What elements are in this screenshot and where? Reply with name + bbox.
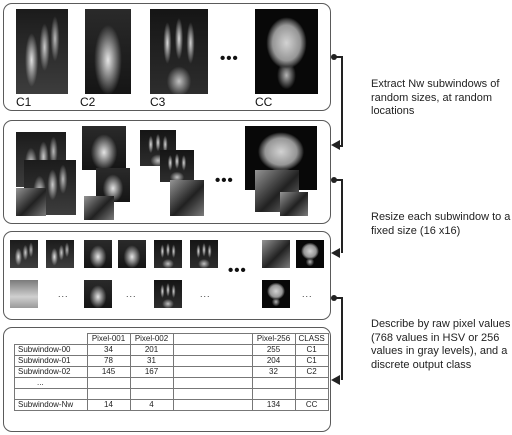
- arrow-left-icon: [331, 248, 340, 258]
- class-label-cc: CC: [255, 95, 273, 109]
- hand-xray-image: [16, 9, 68, 94]
- resized-subwindow: [10, 280, 38, 308]
- arrow-left-icon: [331, 140, 340, 150]
- feature-table: Pixel-001 Pixel-002 Pixel-256 CLASS Subw…: [14, 333, 329, 411]
- table-cell: [251, 377, 296, 389]
- subwindow-image: [280, 192, 308, 216]
- table-cell: Subwindow-01: [14, 355, 88, 367]
- table-cell: 34: [86, 344, 131, 356]
- small-ellipsis: ...: [58, 289, 69, 299]
- table-cell: 78: [86, 355, 131, 367]
- table-cell: [14, 388, 88, 400]
- foot-xray-image: [85, 9, 131, 94]
- table-cell: [294, 388, 329, 400]
- connector-line: [341, 56, 343, 145]
- table-cell: 4: [129, 399, 174, 411]
- resized-subwindow: [84, 280, 112, 308]
- table-cell: 31: [129, 355, 174, 367]
- table-cell: Subwindow-02: [14, 366, 88, 378]
- connector-line: [334, 297, 342, 299]
- resized-subwindow: [262, 280, 290, 308]
- toes-xray-image: [150, 9, 208, 94]
- resized-subwindow: [154, 240, 182, 268]
- table-cell: 32: [251, 366, 296, 378]
- table-cell: 134: [251, 399, 296, 411]
- subwindow-image: [82, 126, 126, 170]
- step-describe-description: Describe by raw pixel values (768 values…: [371, 318, 511, 371]
- resized-subwindow: [84, 240, 112, 268]
- step-resize-description: Resize each subwindow to a fixed size (1…: [371, 211, 511, 237]
- table-cell: 204: [251, 355, 296, 367]
- table-cell: 167: [129, 366, 174, 378]
- step-extract-description: Extract Nw subwindows of random sizes, a…: [371, 78, 500, 117]
- resized-subwindow: [118, 240, 146, 268]
- connector-line: [334, 179, 342, 181]
- subwindow-image: [84, 196, 114, 220]
- table-cell: [129, 388, 174, 400]
- resized-subwindow: [190, 240, 218, 268]
- small-ellipsis: ...: [126, 289, 137, 299]
- table-cell: 255: [251, 344, 296, 356]
- table-cell: C1: [294, 355, 329, 367]
- table-row: Subwindow-Nw 14 4 134 CC: [14, 399, 329, 411]
- resized-subwindow: [154, 280, 182, 308]
- table-cell: 14: [86, 399, 131, 411]
- small-ellipsis: ...: [302, 289, 313, 299]
- table-cell: ...: [14, 377, 88, 389]
- arrow-left-icon: [331, 375, 340, 385]
- table-cell: [172, 377, 253, 389]
- skull-xray-image: [255, 9, 318, 94]
- header-cell: [14, 333, 88, 345]
- connector-line: [334, 56, 342, 58]
- table-row: [14, 388, 329, 400]
- class-label-c3: C3: [150, 95, 166, 109]
- table-cell: [86, 377, 131, 389]
- connector-line: [340, 145, 343, 147]
- table-row: ...: [14, 377, 329, 389]
- ellipsis: •••: [220, 50, 239, 67]
- header-cell: Pixel-256: [251, 333, 296, 345]
- resized-subwindow: [262, 240, 290, 268]
- table-cell: Subwindow-Nw: [14, 399, 88, 411]
- table-cell: C1: [294, 344, 329, 356]
- table-header-row: Pixel-001 Pixel-002 Pixel-256 CLASS: [14, 333, 329, 345]
- header-cell: Pixel-002: [129, 333, 174, 345]
- table-row: Subwindow-00 34 201 255 C1: [14, 344, 329, 356]
- table-cell: CC: [294, 399, 329, 411]
- header-cell: Pixel-001: [86, 333, 131, 345]
- table-cell: [294, 377, 329, 389]
- resized-subwindow: [46, 240, 74, 268]
- table-row: Subwindow-01 78 31 204 C1: [14, 355, 329, 367]
- table-cell: 145: [86, 366, 131, 378]
- table-row: Subwindow-02 145 167 32 C2: [14, 366, 329, 378]
- ellipsis: •••: [228, 262, 247, 279]
- class-label-c1: C1: [16, 95, 32, 109]
- table-cell: [172, 355, 253, 367]
- table-cell: [129, 377, 174, 389]
- table-cell: [172, 399, 253, 411]
- class-label-c2: C2: [80, 95, 96, 109]
- connector-line: [341, 297, 343, 380]
- table-cell: [172, 366, 253, 378]
- small-ellipsis: ...: [200, 289, 211, 299]
- header-cell: [172, 333, 253, 345]
- table-cell: Subwindow-00: [14, 344, 88, 356]
- table-cell: [86, 388, 131, 400]
- connector-line: [341, 179, 343, 253]
- table-cell: [172, 344, 253, 356]
- resized-subwindow: [10, 240, 38, 268]
- table-cell: [172, 388, 253, 400]
- subwindow-image: [160, 150, 194, 182]
- header-cell: CLASS: [294, 333, 329, 345]
- table-cell: 201: [129, 344, 174, 356]
- resized-subwindow: [296, 240, 324, 268]
- subwindow-image: [16, 188, 46, 216]
- ellipsis: •••: [215, 172, 234, 189]
- table-cell: C2: [294, 366, 329, 378]
- subwindow-image: [170, 180, 204, 216]
- table-cell: [251, 388, 296, 400]
